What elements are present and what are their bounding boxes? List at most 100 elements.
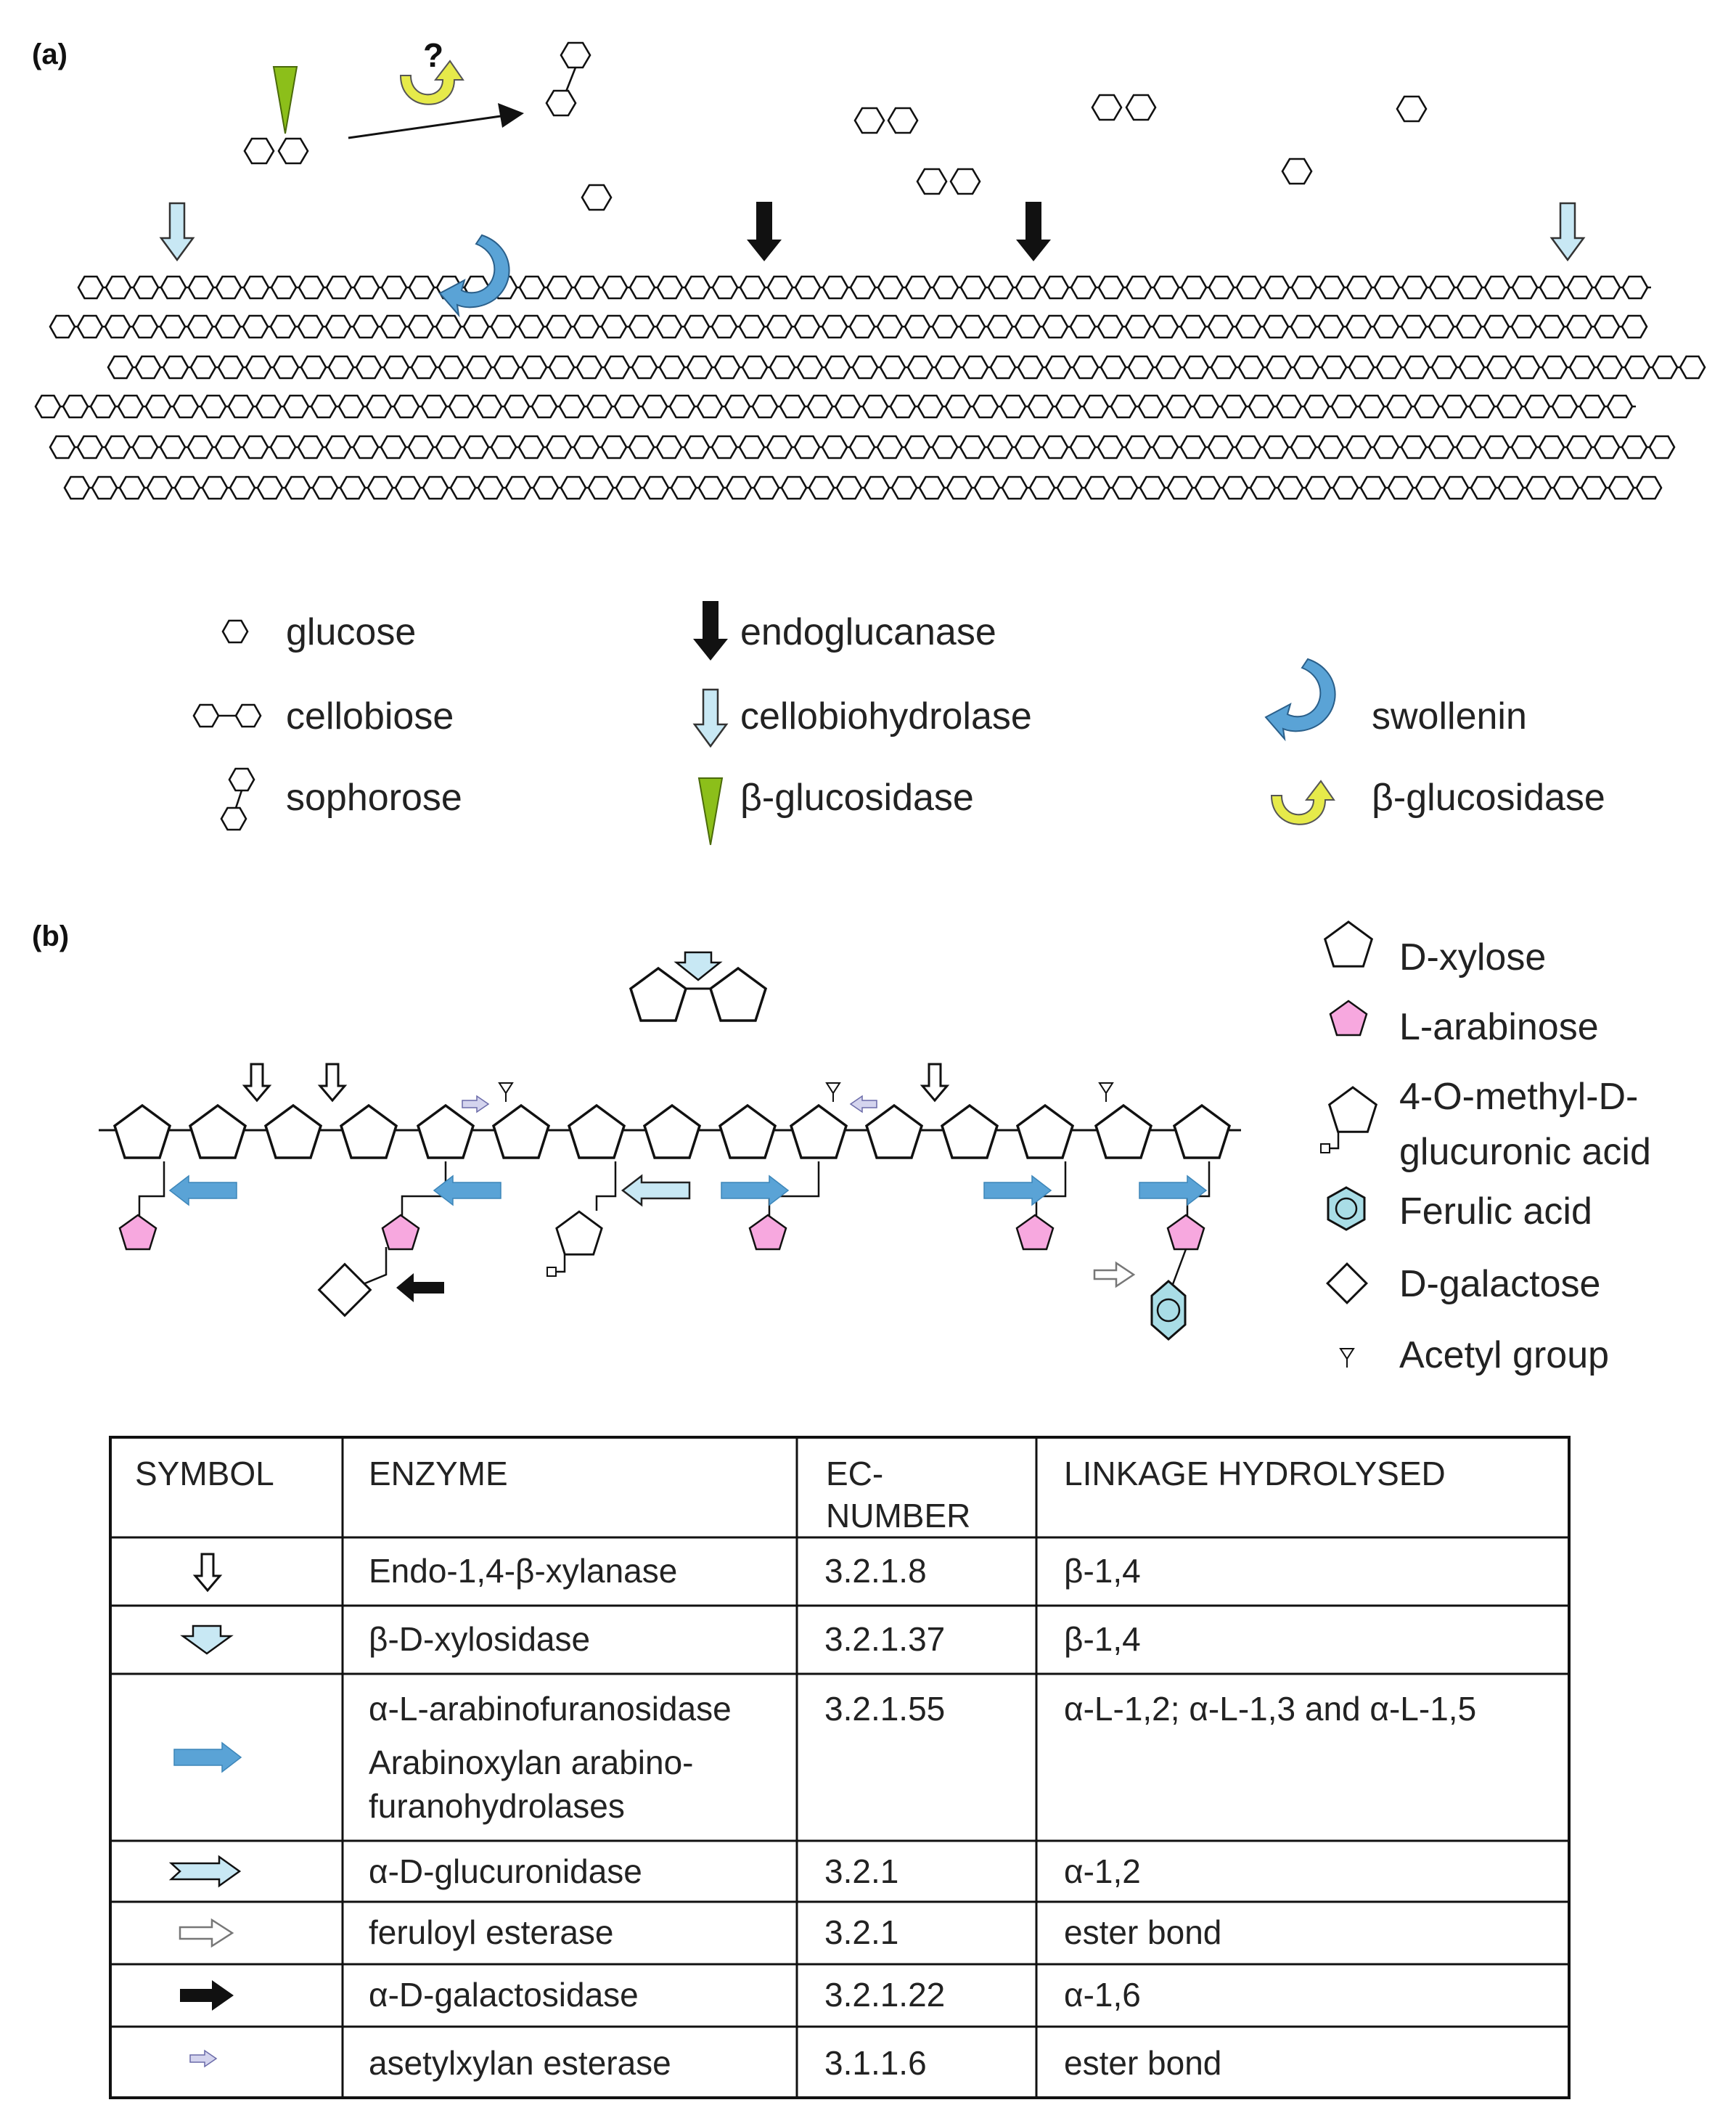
swollenin-legend-icon — [1265, 658, 1336, 740]
glucose-unit — [1124, 314, 1152, 339]
row-6-linkage: α-1,6 — [1064, 1976, 1141, 2014]
glucose-unit — [987, 275, 1015, 300]
glucose-unit — [1596, 355, 1624, 380]
legend-methyl-glucuronic-2: glucuronic acid — [1399, 1131, 1651, 1173]
glucose-unit — [796, 355, 824, 380]
glucose-unit — [1594, 275, 1621, 300]
glucose-unit — [1624, 355, 1651, 380]
cellobiohydrolase-arrow-icon — [160, 202, 195, 261]
legend-swollenin: swollenin — [1372, 695, 1527, 737]
question-mark: ? — [423, 36, 443, 74]
glucose-unit — [904, 275, 932, 300]
legend-arabinose: L-arabinose — [1399, 1006, 1599, 1048]
glucose-unit — [655, 435, 683, 459]
glucose-unit — [1403, 355, 1430, 380]
glucose-unit — [1568, 355, 1596, 380]
glucose-unit — [1125, 275, 1152, 300]
glucose-unit — [1430, 355, 1458, 380]
glucose-unit — [1262, 435, 1290, 459]
xylanase-arrow-icon — [243, 1063, 271, 1102]
arabinose-icon — [748, 1214, 787, 1251]
glucose-unit — [272, 355, 300, 380]
glucose-unit — [848, 435, 876, 459]
glucose-unit — [655, 314, 683, 339]
legend-sophorose: sophorose — [286, 777, 462, 819]
glucose-unit — [1027, 394, 1055, 419]
glucose-unit — [1069, 435, 1097, 459]
swollenin-icon — [439, 234, 510, 316]
glucose-unit — [245, 355, 272, 380]
glucose-unit — [1428, 435, 1455, 459]
glucose-unit — [989, 355, 1017, 380]
glucose-unit — [1293, 355, 1320, 380]
glucose-unit — [1014, 435, 1041, 459]
glucose-unit — [117, 394, 144, 419]
glucose-unit — [863, 475, 890, 500]
glucose-unit — [613, 394, 641, 419]
glucose-unit — [1359, 475, 1387, 500]
glucose-unit — [34, 394, 62, 419]
row-2-enzyme: β-D-xylosidase — [369, 1620, 590, 1658]
glucose-unit — [300, 355, 327, 380]
glucose-unit — [1523, 394, 1551, 419]
glucose-unit — [118, 475, 146, 500]
glucose-unit — [738, 314, 766, 339]
glucose-unit — [1275, 394, 1303, 419]
glucose-unit — [477, 475, 504, 500]
glucose-unit — [77, 275, 105, 300]
row-4-ec: 3.2.1 — [824, 1852, 898, 1890]
glucose-unit — [751, 394, 779, 419]
glucose-unit — [438, 355, 465, 380]
glucose-unit — [1277, 475, 1304, 500]
row-6-enzyme: α-D-galactosidase — [369, 1976, 639, 2014]
glucose-unit — [972, 394, 999, 419]
glucose-unit — [1648, 435, 1676, 459]
feruloyl-esterase-arrow-icon — [1093, 1261, 1136, 1288]
glucose-unit — [739, 275, 766, 300]
legend-ferulic: Ferulic acid — [1399, 1190, 1592, 1233]
glucose-unit — [697, 475, 725, 500]
glucose-unit — [1192, 394, 1220, 419]
glucose-unit — [560, 475, 587, 500]
sophorose-icon — [220, 767, 255, 831]
glucose-unit — [189, 355, 217, 380]
glucose-unit — [1458, 355, 1486, 380]
glucose-unit — [1100, 355, 1127, 380]
acetyl-group-icon — [1099, 1082, 1113, 1103]
glucose-unit — [217, 355, 245, 380]
glucose-unit — [504, 475, 532, 500]
xylose-unit — [790, 1104, 848, 1159]
glucose-unit — [684, 275, 711, 300]
glucose-unit — [531, 394, 558, 419]
glucose-unit — [1348, 355, 1375, 380]
glucose-unit — [587, 475, 615, 500]
glucose-unit — [656, 275, 684, 300]
glucose-unit — [242, 435, 269, 459]
glucose-unit — [628, 435, 655, 459]
glucose-unit — [932, 275, 959, 300]
glucose-unit — [1220, 394, 1248, 419]
glucose-unit — [324, 435, 352, 459]
glucuronidase-arrow-icon — [621, 1174, 691, 1206]
acetylxylan-esterase-arrow-icon — [462, 1095, 489, 1113]
xylosidase-arrow-icon — [180, 1625, 234, 1655]
legend-methyl-glucuronic-1: 4-O-methyl-D- — [1399, 1076, 1638, 1118]
glucose-unit — [297, 314, 324, 339]
header-ec-1: EC- — [826, 1455, 883, 1492]
glucose-unit — [146, 475, 173, 500]
xylan-backbone — [113, 1104, 1231, 1159]
arabinofuranosidase-arrow-icon — [983, 1175, 1052, 1206]
xylose-unit — [1016, 1104, 1074, 1159]
glucose-unit — [1510, 435, 1538, 459]
xylose-unit — [568, 1104, 626, 1159]
glucose-unit — [420, 394, 448, 419]
glucose-unit — [1565, 314, 1593, 339]
glucose-unit — [1152, 275, 1180, 300]
acetyl-group-icon — [826, 1082, 840, 1103]
row-3-ec: 3.2.1.55 — [824, 1690, 945, 1728]
glucose-unit — [1679, 355, 1706, 380]
glucose-unit — [104, 314, 131, 339]
glucose-unit — [269, 314, 297, 339]
glucose-unit — [615, 475, 642, 500]
